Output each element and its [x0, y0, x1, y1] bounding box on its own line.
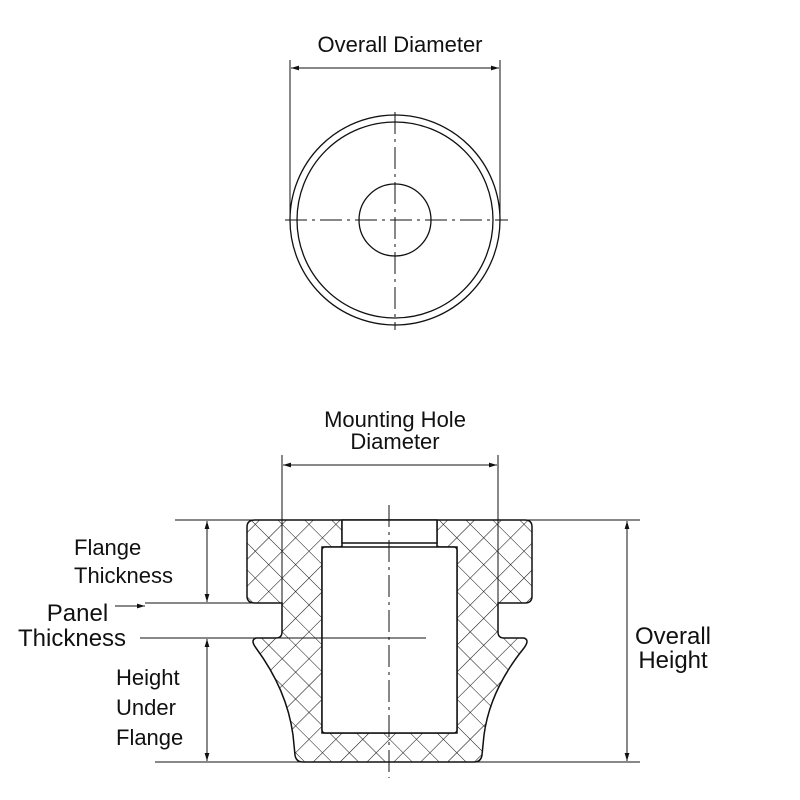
overall-height-label-line1: Overall — [634, 623, 712, 650]
height-under-flange-label-line2: Under — [116, 695, 176, 720]
mounting-hole-label-line1: Mounting Hole — [324, 407, 466, 432]
top-view — [285, 60, 508, 330]
overall-diameter-label: Overall Diameter — [317, 32, 483, 57]
flange-thickness-label-line2: Thickness — [74, 563, 174, 588]
panel-thickness-label-line2: Thickness — [18, 625, 127, 652]
flange-thickness-label-line1: Flange — [74, 535, 142, 560]
overall-height-label-line2: Height — [638, 647, 708, 674]
mounting-hole-label-line2: Diameter — [350, 429, 440, 454]
section-view — [115, 455, 640, 778]
height-under-flange-label-line1: Height — [116, 665, 180, 690]
height-under-flange-label-line3: Flange — [116, 725, 184, 750]
panel-thickness-label-line1: Panel — [46, 600, 109, 627]
